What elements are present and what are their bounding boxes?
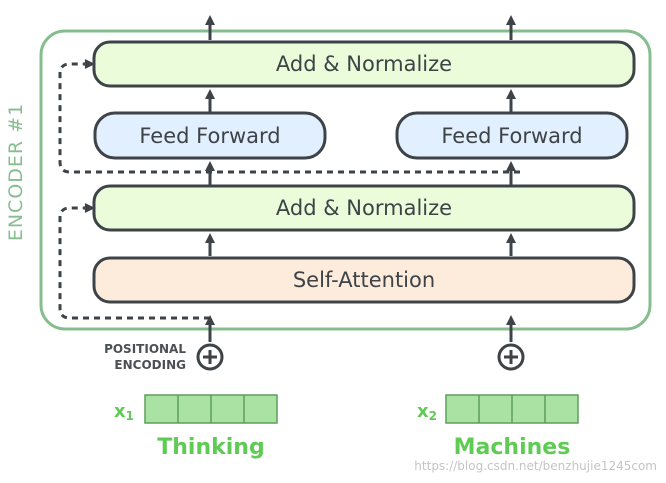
add-normalize-top-box: Add & Normalize <box>92 40 636 88</box>
input-2-embedding <box>445 394 579 424</box>
positional-encoding-line1: POSITIONAL <box>104 342 186 356</box>
feed-forward-right-box: Feed Forward <box>395 111 629 160</box>
residual-connection-top <box>58 59 520 174</box>
feed-forward-left-label: Feed Forward <box>139 124 280 148</box>
add-normalize-bottom-label: Add & Normalize <box>276 196 452 220</box>
input-1-word: Thinking <box>157 435 264 460</box>
add-normalize-bottom-box: Add & Normalize <box>92 184 636 232</box>
feed-forward-left-box: Feed Forward <box>93 111 327 160</box>
input-2-symbol: x2 <box>417 401 437 423</box>
encoder-label: ENCODER #1 <box>5 103 27 241</box>
plus-circle-icon <box>196 343 224 371</box>
self-attention-label: Self-Attention <box>293 268 435 292</box>
input-1-symbol: x1 <box>114 401 134 423</box>
encoder-frame <box>39 29 652 331</box>
add-normalize-top-label: Add & Normalize <box>276 52 452 76</box>
input-2-word: Machines <box>454 435 571 460</box>
watermark: https://blog.csdn.net/benzhujie1245com <box>414 459 657 473</box>
residual-connection-bottom <box>58 203 210 320</box>
positional-encoding-line2: ENCODING <box>114 358 186 372</box>
plus-circle-icon <box>497 343 525 371</box>
self-attention-box: Self-Attention <box>92 256 636 304</box>
feed-forward-right-label: Feed Forward <box>441 124 582 148</box>
input-1-embedding <box>144 394 278 424</box>
